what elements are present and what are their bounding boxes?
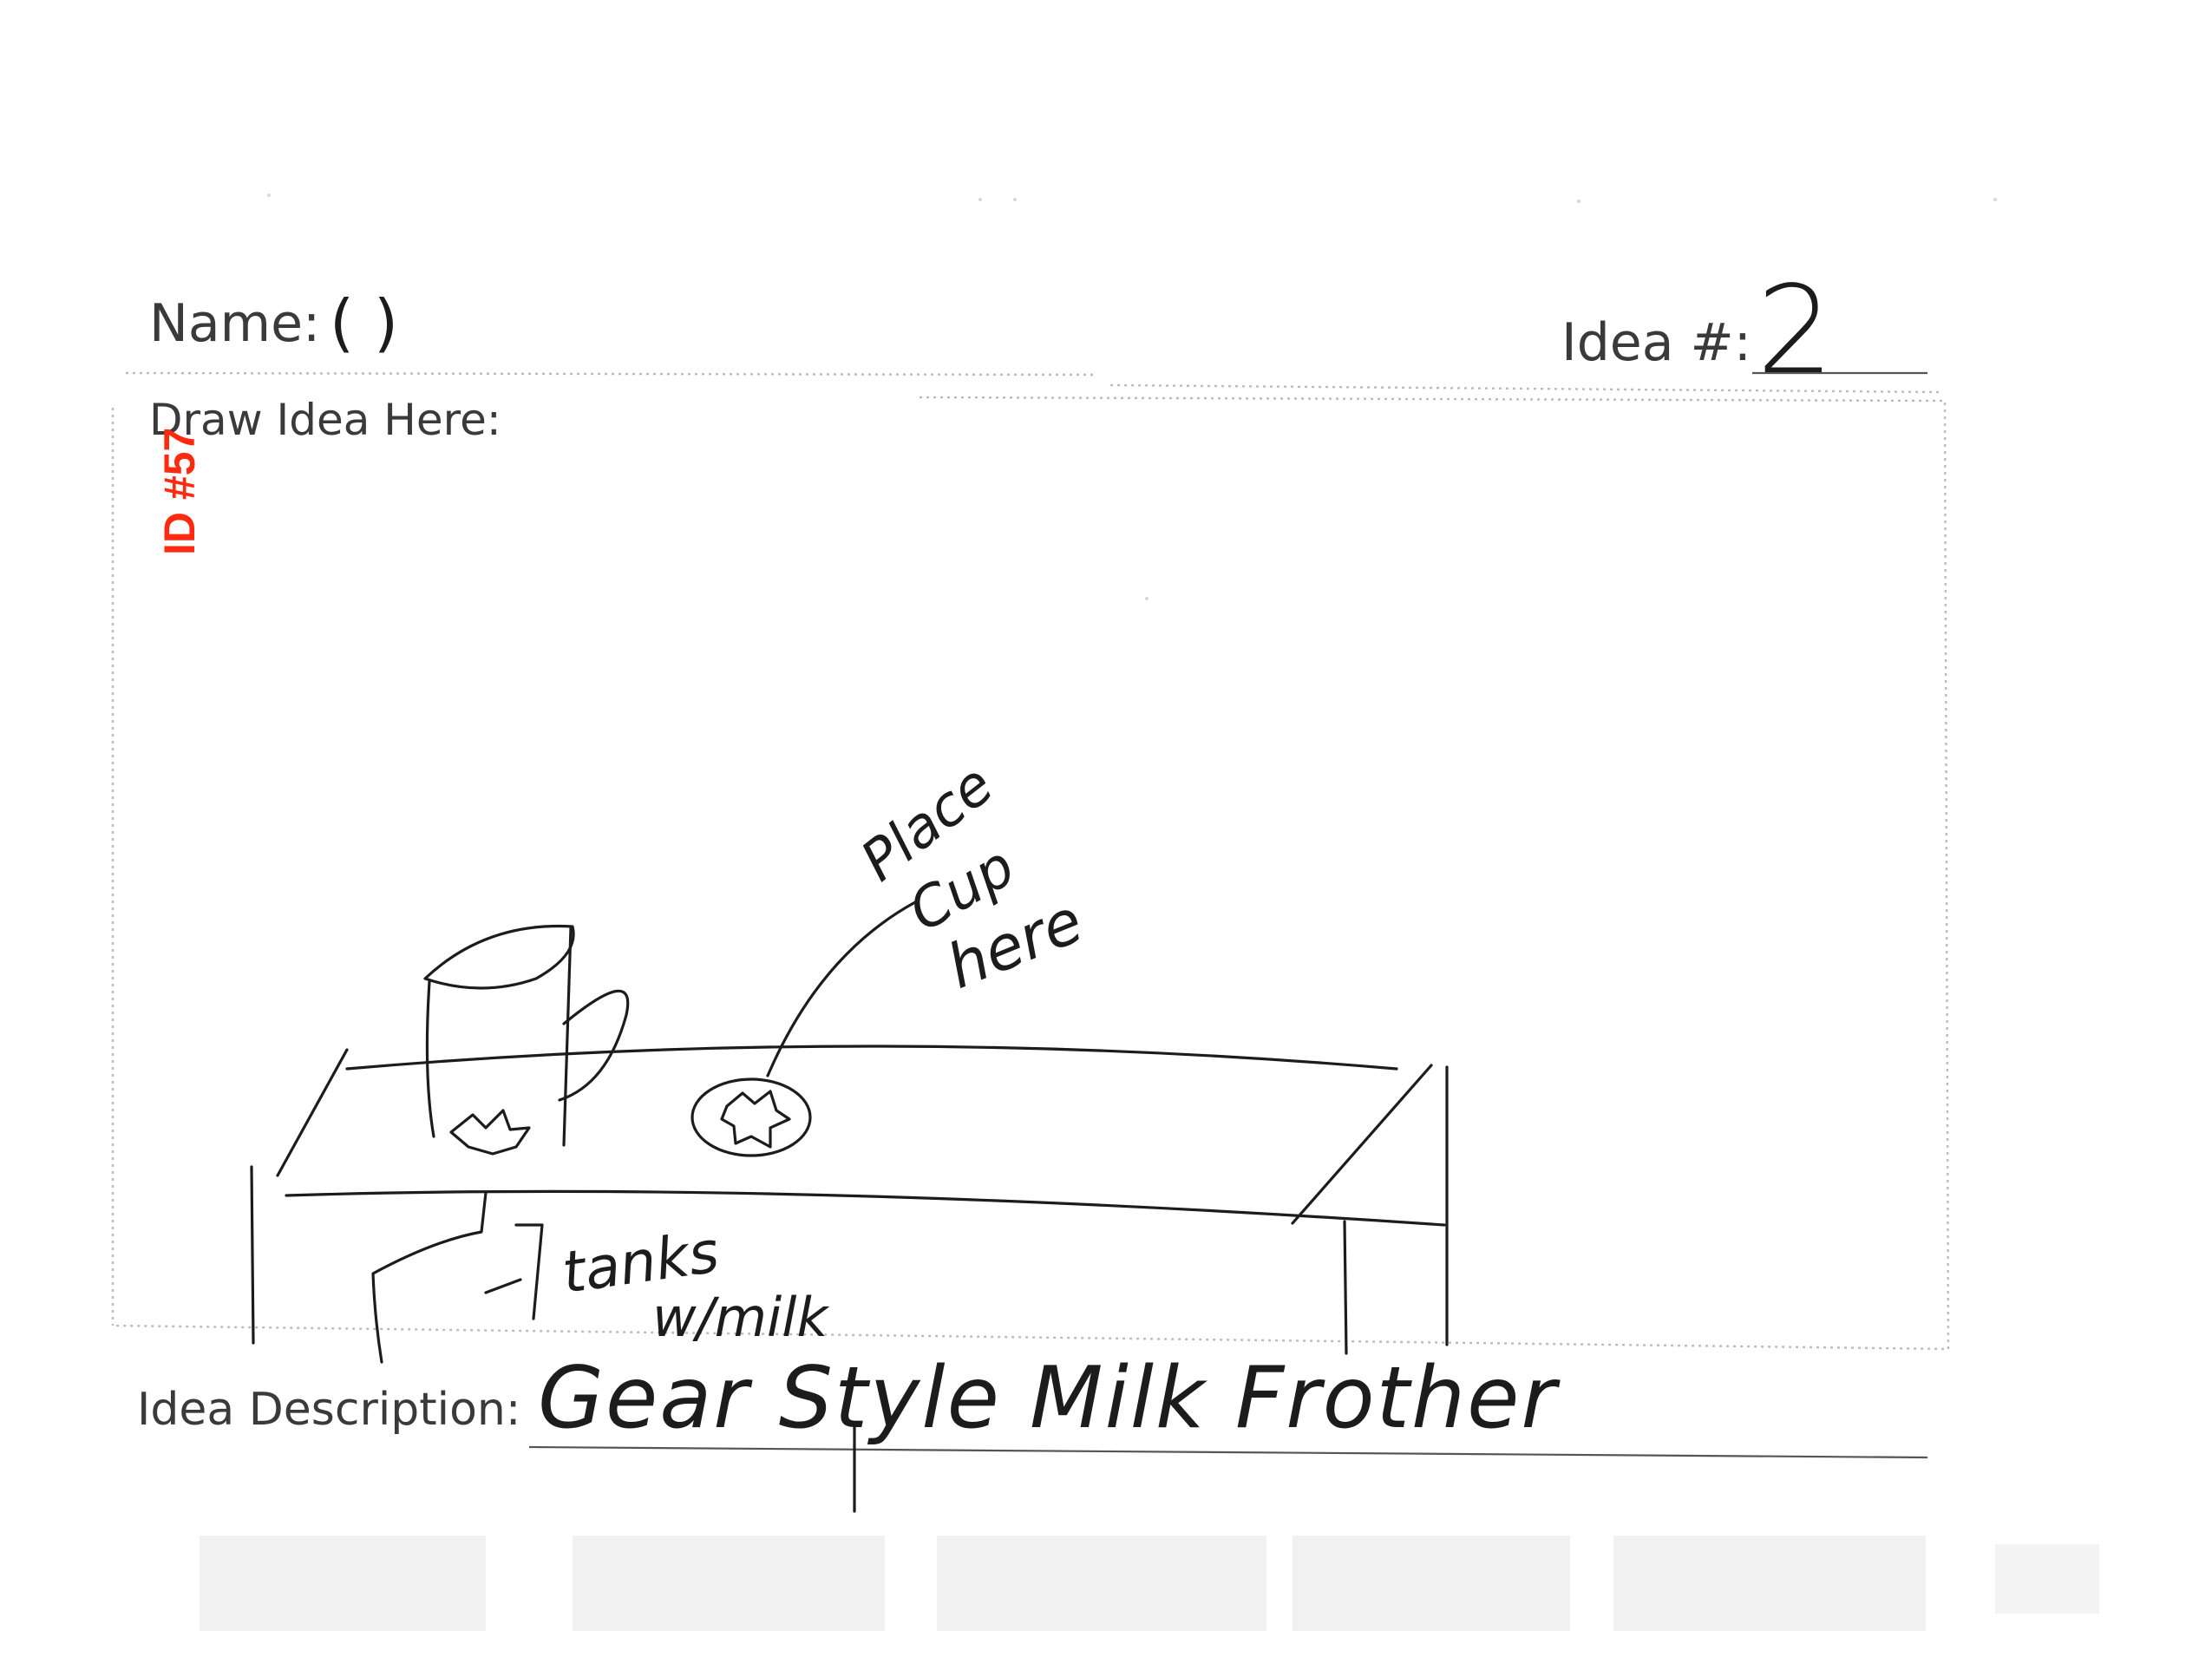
idea-description-label: Idea Description: (137, 1384, 520, 1436)
drawing-box-border (113, 397, 1948, 1349)
scan-noise-bottom (200, 1536, 2099, 1631)
idea-description-value: Gear Style Milk Frother (538, 1349, 1558, 1448)
name-label: Name: (149, 293, 320, 354)
idea-number-label: Idea #: (1561, 312, 1751, 373)
idea-number-value: 2 (1757, 260, 1834, 402)
scan-noise-top (267, 193, 1997, 600)
id-stamp: ID #57 (154, 428, 205, 555)
place-cup-annotation: Place Cup here (849, 753, 1092, 1003)
description-line (529, 1447, 1927, 1457)
name-line (126, 373, 1093, 375)
name-value: ( ) (330, 286, 954, 359)
tanks-annotation: tanks w/milk (559, 1218, 830, 1349)
tanks-word-2: w/milk (652, 1286, 829, 1349)
